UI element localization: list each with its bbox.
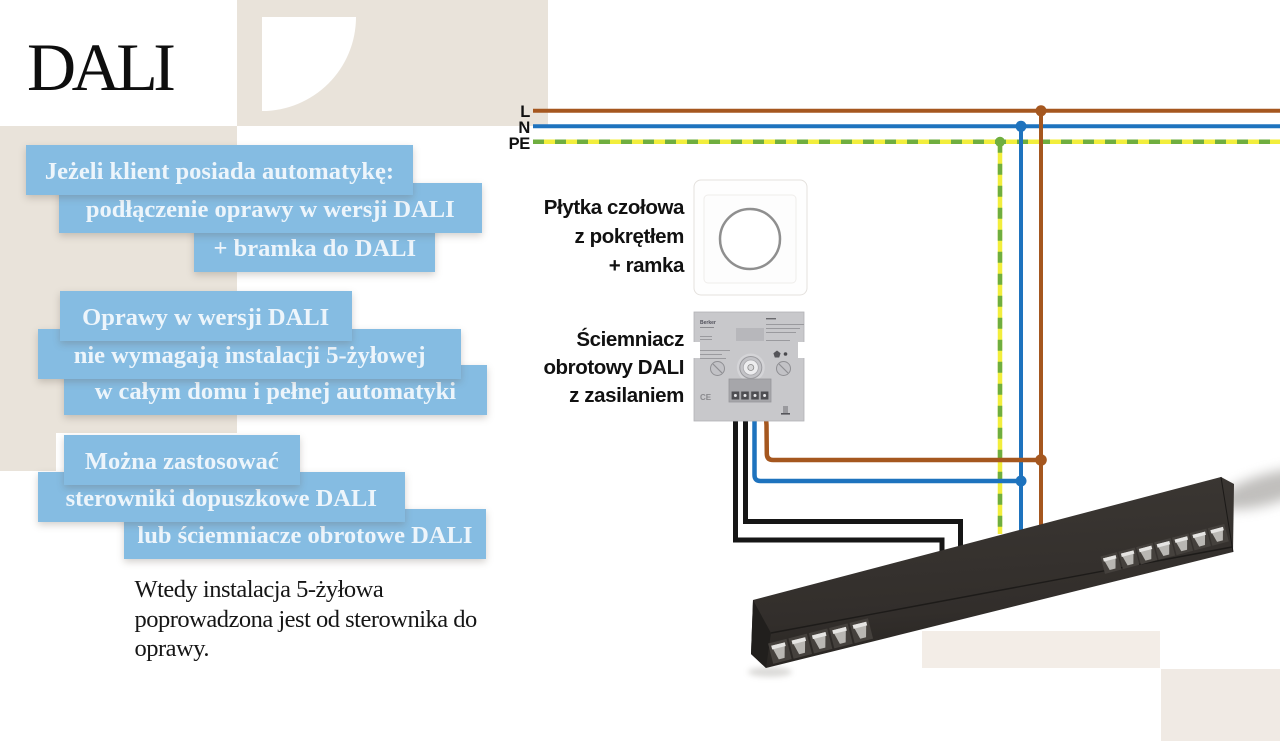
svg-text:Berker: Berker bbox=[700, 320, 716, 326]
svg-text:CE: CE bbox=[700, 393, 712, 402]
